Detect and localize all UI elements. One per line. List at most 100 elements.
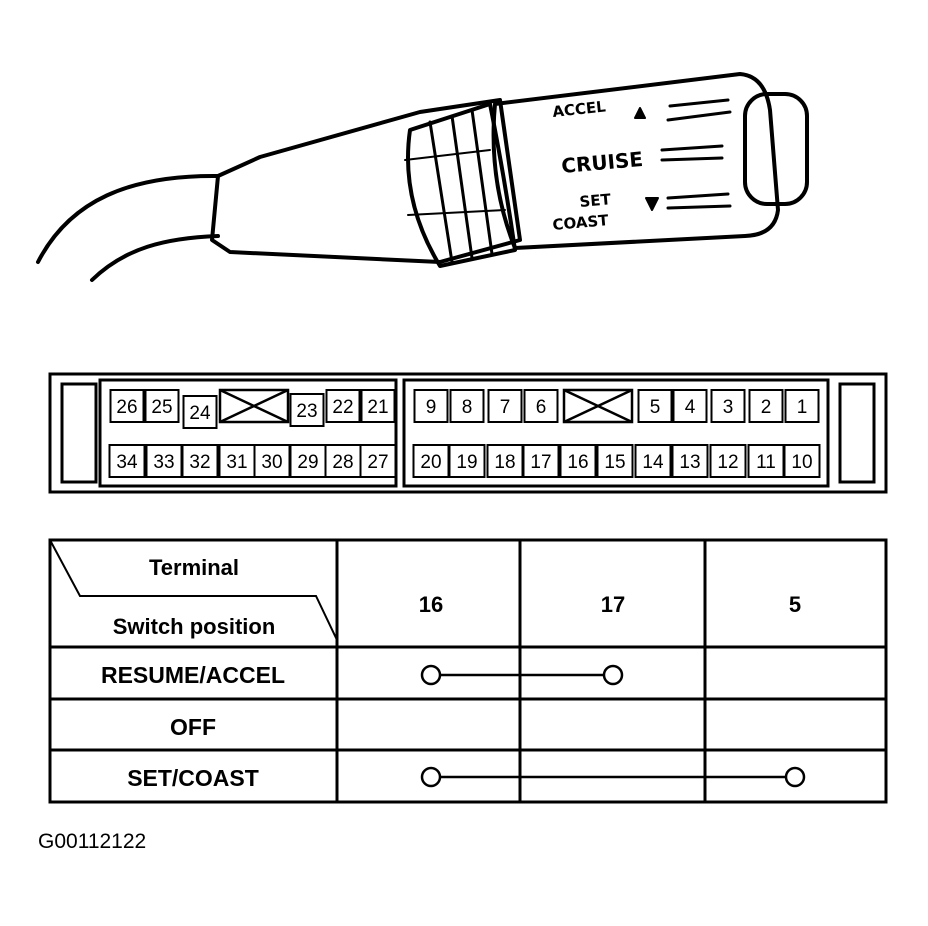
connector-right-latch [838,382,876,484]
pin-label-22: 22 [332,397,353,418]
pin-cell-19 [448,444,486,478]
stalk-label-coast: COAST [552,211,610,234]
pin-label-17: 17 [530,452,551,473]
pin-cell-8 [449,389,485,423]
pin-cell-13 [671,444,709,478]
pin-label-26: 26 [116,397,137,418]
pin-label-29: 29 [297,452,318,473]
pin-cell-26 [109,389,145,423]
pin-label-4: 4 [685,397,696,418]
pin-cell-24 [182,395,218,429]
table-outline [48,538,888,804]
row-label-off: OFF [170,714,216,740]
connector-blank-cavity-right [562,388,634,424]
pin-label-14: 14 [642,452,664,473]
pin-label-18: 18 [494,452,515,473]
pin-cell-25 [144,389,180,423]
figure-id: G00112122 [38,830,147,853]
row-label-resume-accel: RESUME/ACCEL [101,662,285,688]
continuity-marks [420,664,806,788]
pin-cell-22 [325,389,361,423]
pin-cell-12 [709,444,747,478]
continuity-dot-row-3-terminal-16 [420,766,442,788]
pin-cell-27 [359,444,397,478]
pin-label-33: 33 [153,452,174,473]
pin-label-2: 2 [761,397,772,418]
pin-label-28: 28 [332,452,353,473]
continuity-dot-row-3-terminal-5 [784,766,806,788]
pin-cell-16 [559,444,597,478]
pin-cell-17 [522,444,560,478]
accel-arrow-icon [634,107,646,119]
row-label-set-coast: SET/COAST [127,765,259,791]
pin-cell-3 [710,389,746,423]
header-diagonal-divider [49,539,338,641]
pin-label-20: 20 [420,452,441,473]
stalk-label-set: SET [579,190,612,211]
pin-label-24: 24 [189,403,211,424]
connector-outline [48,372,888,494]
pin-cell-9 [413,389,449,423]
stalk-label-accel: ACCEL [552,97,607,121]
pin-label-8: 8 [462,397,473,418]
pin-label-7: 7 [500,397,511,418]
pin-label-3: 3 [723,397,734,418]
pin-cell-32 [181,444,219,478]
pin-cell-2 [748,389,784,423]
connector-left-block [98,378,398,488]
continuity-dot-row-1-terminal-17 [602,664,624,686]
stalk-end-button [743,92,809,206]
pin-label-30: 30 [261,452,282,473]
continuity-dot-row-1-terminal-16 [420,664,442,686]
pin-label-16: 16 [567,452,588,473]
pin-cell-6 [523,389,559,423]
pin-label-25: 25 [151,397,172,418]
stalk-wire-lower [90,234,220,282]
pin-cell-1 [784,389,820,423]
pin-cell-34 [108,444,146,478]
stalk-label-cruise: CRUISE [560,147,644,178]
pin-label-11: 11 [756,452,776,473]
cruise-stalk-illustration [36,72,809,282]
pin-cell-5 [637,389,673,423]
stalk-shaft [210,98,522,264]
pin-label-27: 27 [367,452,388,473]
continuity-table [48,538,888,804]
pin-cell-10 [783,444,821,478]
pin-cell-14 [634,444,672,478]
pin-label-13: 13 [679,452,700,473]
coast-arrow-icon [645,197,659,211]
pin-label-32: 32 [189,452,210,473]
pin-cell-21 [360,389,396,423]
pin-label-31: 31 [226,452,247,473]
stalk-head [491,72,780,250]
stalk-wire-upper [36,173,220,264]
pin-label-21: 21 [367,397,388,418]
pin-label-1: 1 [797,397,808,418]
pin-label-6: 6 [536,397,547,418]
pin-label-10: 10 [791,452,812,473]
pin-label-19: 19 [456,452,477,473]
pin-cell-7 [487,389,523,423]
connector-pin-cells [108,389,821,478]
header-switch-position-label: Switch position [113,614,276,639]
pin-cell-23 [289,393,325,427]
header-terminal-label: Terminal [149,555,239,580]
pin-cell-15 [596,444,634,478]
pin-label-12: 12 [717,452,738,473]
pin-label-23: 23 [296,401,317,422]
pin-cell-4 [672,389,708,423]
connector-blank-cavity-left [218,388,290,424]
pin-label-9: 9 [426,397,437,418]
pin-label-34: 34 [116,452,138,473]
terminal-header-5: 5 [789,592,801,617]
terminal-header-17: 17 [601,592,625,617]
connector-left-latch [60,382,98,484]
pin-label-15: 15 [604,452,625,473]
terminal-header-16: 16 [419,592,443,617]
pin-label-5: 5 [650,397,661,418]
connector-right-block [402,378,830,488]
connector [48,372,888,494]
